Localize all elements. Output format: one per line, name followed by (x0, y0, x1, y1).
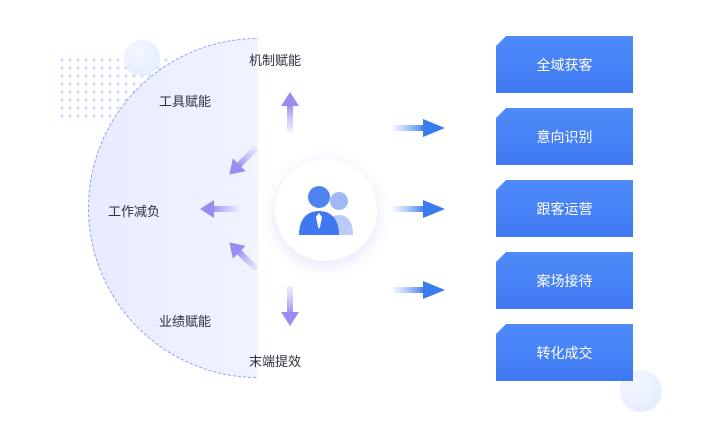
arrow-right-bottom (393, 281, 445, 299)
arrow-lower-left (229, 242, 259, 272)
decorative-bubble-top (124, 40, 160, 76)
step-box: 意向识别 (496, 108, 633, 165)
arrow-right-middle (393, 200, 445, 218)
step-box: 案场接待 (496, 252, 633, 309)
step-box: 跟客运营 (496, 180, 633, 237)
step-box: 全域获客 (496, 36, 633, 93)
label-tool-empowerment: 工具赋能 (159, 95, 212, 110)
users-icon (299, 186, 353, 235)
label-workload-reduction: 工作减负 (108, 205, 161, 220)
arrow-up (281, 92, 299, 132)
label-mechanism-empowerment: 机制赋能 (249, 54, 302, 69)
arrow-right-top (393, 119, 445, 137)
center-hub (275, 159, 377, 261)
label-performance-empowerment: 业绩赋能 (159, 315, 212, 330)
step-box: 转化成交 (496, 324, 633, 381)
label-terminal-efficiency: 末端提效 (249, 355, 302, 370)
arrow-left (200, 200, 238, 218)
arrow-down (281, 286, 299, 326)
arrow-upper-left (229, 145, 259, 175)
